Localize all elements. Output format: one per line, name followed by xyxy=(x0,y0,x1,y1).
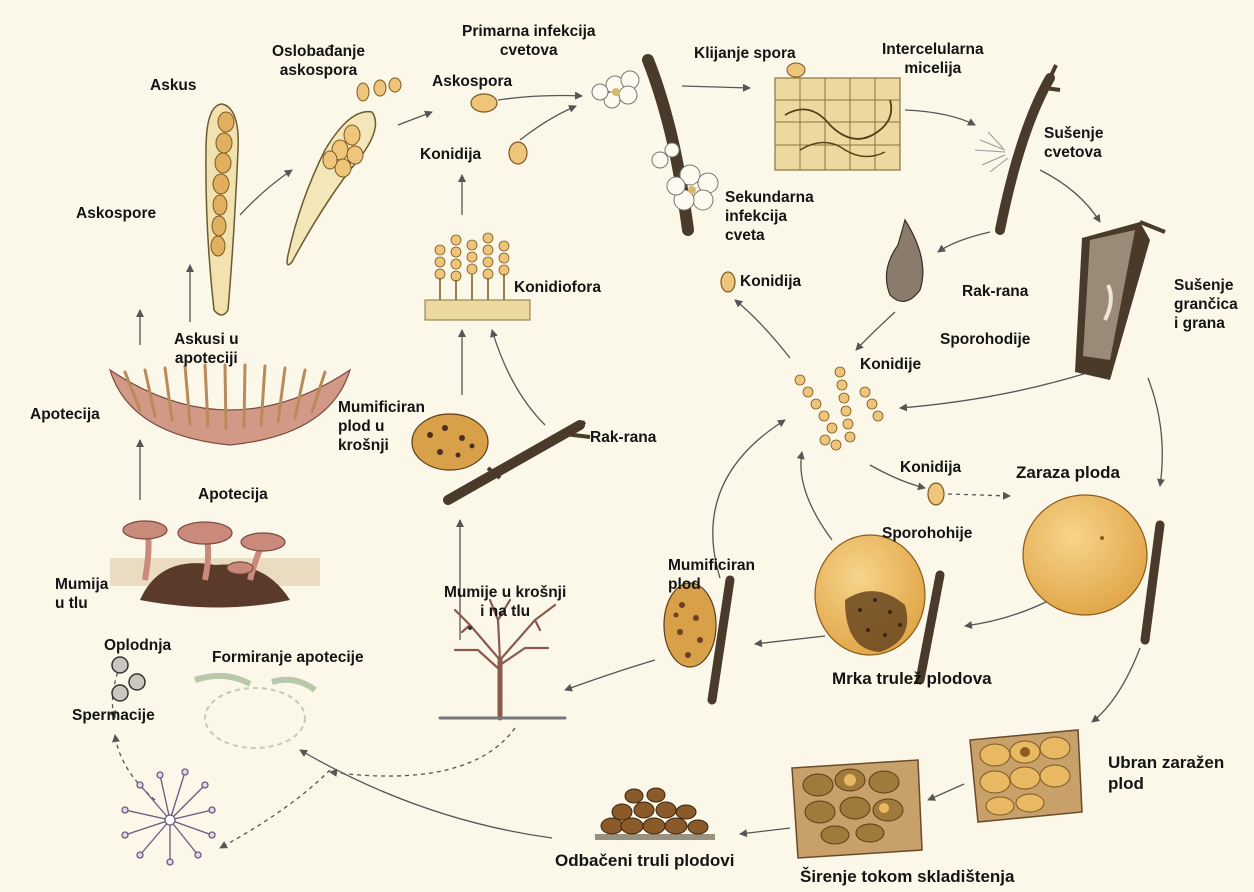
label-mummified-fruit-in-canopy: Mumificiranplod ukrošnji xyxy=(338,398,425,455)
discarded-fruits-illustration xyxy=(595,788,715,840)
label-spermatia: Spermacije xyxy=(72,706,155,725)
mummy-canopy-branch-illustration xyxy=(412,414,590,500)
label-asci-in-apothecium: Askusi uapoteciji xyxy=(174,330,239,368)
label-secondary-flower-infection: Sekundarnainfekcijacveta xyxy=(725,188,814,245)
label-spore-germination: Klijanje spora xyxy=(694,44,796,63)
label-conidium-upper: Konidija xyxy=(420,145,481,164)
label-ascospore-release: Oslobađanjeaskospora xyxy=(272,42,365,80)
shriveled-blossom-illustration xyxy=(886,220,922,301)
apothecia-on-mummy-illustration xyxy=(110,521,320,608)
label-twig-drying: Sušenjegrančicai grana xyxy=(1174,276,1238,333)
harvested-basket-illustration xyxy=(970,730,1082,822)
apothecium-section-illustration xyxy=(110,365,350,445)
label-discarded-rotten-fruits: Odbačeni truli plodovi xyxy=(555,850,734,871)
label-sporodochia-fruit: Sporohohije xyxy=(882,524,972,543)
label-ascus: Askus xyxy=(150,76,197,95)
label-ascospore: Askospora xyxy=(432,72,512,91)
label-mummified-fruit: Mumificiranplod xyxy=(668,556,755,594)
label-conidiophore: Konidiofora xyxy=(514,278,601,297)
label-harvested-infected-fruit: Ubran zaraženplod xyxy=(1108,752,1224,794)
mummified-fruit-illustration xyxy=(664,580,730,700)
flower-branch-illustration xyxy=(592,60,718,230)
released-ascospores-illustration xyxy=(287,78,401,265)
label-brown-rot: Mrka trulež plodova xyxy=(832,668,992,689)
label-fertilization: Oplodnja xyxy=(104,636,171,655)
intercellular-mycelium-illustration xyxy=(775,63,900,170)
conidia-chains-illustration xyxy=(795,367,883,450)
ascus-illustration xyxy=(206,104,238,315)
label-sporodochia: Sporohodije xyxy=(940,330,1030,349)
label-canker-right: Rak-rana xyxy=(962,282,1028,301)
label-canker-middle: Rak-rana xyxy=(590,428,656,447)
spermatia-illustration xyxy=(112,657,145,701)
label-apothecium-middle: Apotecija xyxy=(198,485,268,504)
fruit-infection-illustration xyxy=(1023,495,1160,640)
label-apothecium-left: Apotecija xyxy=(30,405,100,424)
brown-rot-fruit-illustration xyxy=(815,535,940,680)
label-conidium-lower: Konidija xyxy=(900,458,961,477)
label-mummies-canopy-ground: Mumije u krošnjii na tlu xyxy=(444,583,566,621)
label-apothecium-formation: Formiranje apotecije xyxy=(212,648,364,667)
canker-branch-illustration xyxy=(1075,222,1165,380)
germinating-spores-illustration xyxy=(122,769,215,865)
label-spread-in-storage: Širenje tokom skladištenja xyxy=(800,866,1014,887)
forming-apothecium-illustration xyxy=(195,676,315,748)
label-primary-flower-infection: Primarna infekcijacvetova xyxy=(462,22,596,60)
conidiophore-illustration xyxy=(425,233,530,320)
label-conidia: Konidije xyxy=(860,355,921,374)
label-intercellular-mycelium: Intercelularnamicelija xyxy=(882,40,984,78)
label-mummy-in-soil: Mumijau tlu xyxy=(55,575,108,613)
label-fruit-infection: Zaraza ploda xyxy=(1016,462,1120,483)
label-flower-drying: Sušenjecvetova xyxy=(1044,124,1103,162)
storage-basket-illustration xyxy=(792,760,922,858)
label-ascospores: Askospore xyxy=(76,204,156,223)
label-conidium-middle: Konidija xyxy=(740,272,801,291)
